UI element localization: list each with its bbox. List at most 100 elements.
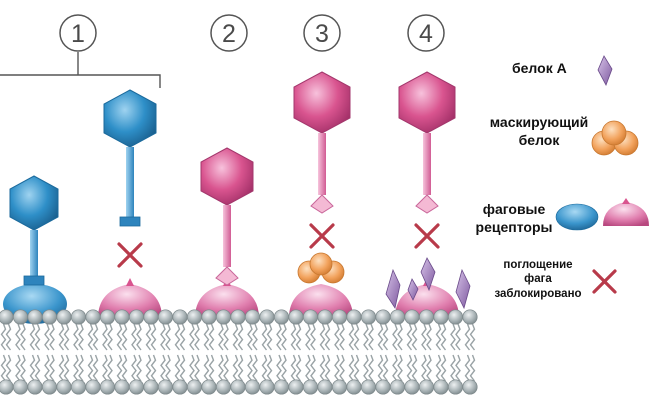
lipid-tail [334,323,340,351]
lipid-tail [203,354,210,382]
lipid-tail [464,323,471,351]
lipid-tail [334,354,340,382]
lipid-tail [58,323,65,351]
lipid-tail [469,354,476,382]
lipid-head [85,309,101,325]
lipid-head [404,309,420,325]
lipid-tail [150,323,157,351]
lipid-tail [174,354,181,382]
lipid-tail [136,323,142,351]
legend-masking-protein-label: маскирующий белок [474,114,604,149]
lipid-tail [92,323,99,351]
lipid-tail [15,323,21,351]
legend-protein-a-text: белок А [512,60,567,76]
lipid-tail [324,323,331,351]
legend-phage-receptors-label: фаговые рецепторы [468,201,560,236]
lipid-head [360,379,377,395]
lipid-head [462,379,478,395]
lipid-tail [20,354,26,382]
svg-text:2: 2 [222,20,236,48]
blocked-cross-icon [414,223,440,249]
legend-receptors-line1: фаговые [482,201,546,217]
lipid-tail [87,323,94,351]
lipid-head [99,379,116,395]
lipid-tail [455,354,461,382]
lipid-head [244,309,261,325]
lipid-head [201,379,217,395]
lipid-tail [20,323,26,351]
pink-receptor-icon [289,284,353,318]
lipid-tail [87,354,94,382]
blocked-cross-icon [309,223,335,249]
lipid-tail [34,323,41,351]
lipid-tail [406,323,413,351]
lipid-head [70,379,87,395]
step-number-4: 4 [407,14,445,52]
lipid-head [288,379,304,395]
lipid-head [360,309,377,325]
lipid-tail [324,354,331,382]
lipid-head [404,379,420,395]
lipid-tail [377,354,384,382]
svg-text:4: 4 [419,20,433,48]
lipid-tail [223,354,229,382]
lipid-tail [305,323,311,351]
lipid-tail [232,323,239,351]
lipid-tail [63,354,70,382]
lipid-tail [305,354,311,382]
lipid-head [375,379,391,395]
lipid-head [157,379,174,395]
lipid-tail [261,323,268,351]
lipid-tail [107,354,113,382]
lipid-tail [121,323,128,351]
lipid-tail [392,323,398,351]
lipid-tail [411,323,418,351]
lipid-tail [160,354,166,382]
legend-blocked-line1: поглощение [503,259,573,271]
lipid-head [201,309,217,325]
masking-protein-icon [297,252,345,284]
lipid-tail [194,354,200,382]
svg-text:1: 1 [71,20,85,48]
lipid-head [70,309,87,325]
lipid-tail [469,323,476,351]
lipid-tail [363,323,369,351]
lipid-tail [406,354,413,382]
lipid-tail [73,354,79,382]
lipid-tail [131,354,137,382]
lipid-head [27,309,43,325]
lipid-tail [179,354,186,382]
lipid-tail [266,354,273,382]
legend-uptake-blocked-label: поглощение фага заблокировано [488,258,588,301]
lipid-tail [194,323,200,351]
blue-phage-icon [9,175,59,286]
lipid-tail [0,354,7,382]
lipid-tail [339,354,345,382]
lipid-head [273,379,290,395]
lipid-head [56,309,72,325]
lipid-tail [426,323,432,351]
lipid-tail [290,323,297,351]
lipid-tail [237,323,244,351]
pink-receptor-icon [98,278,162,318]
lipid-tail [368,323,374,351]
lipid-tail [58,354,65,382]
lipid-tail [15,354,21,382]
lipid-head [143,309,159,325]
lipid-head [346,379,362,395]
lipid-head [259,379,275,395]
lipid-head [128,309,145,325]
lipid-tail [116,354,123,382]
lipid-tail [382,323,389,351]
lipid-tail [121,354,128,382]
lipid-tail [92,354,99,382]
lipid-head [244,379,261,395]
protein-a-icon [597,55,613,86]
lipid-tail [203,323,210,351]
blue-phage-icon [103,89,157,227]
lipid-tail [5,354,12,382]
lipid-head [27,379,43,395]
lipid-tail [73,323,79,351]
lipid-head [99,309,116,325]
lipid-tail [189,354,195,382]
